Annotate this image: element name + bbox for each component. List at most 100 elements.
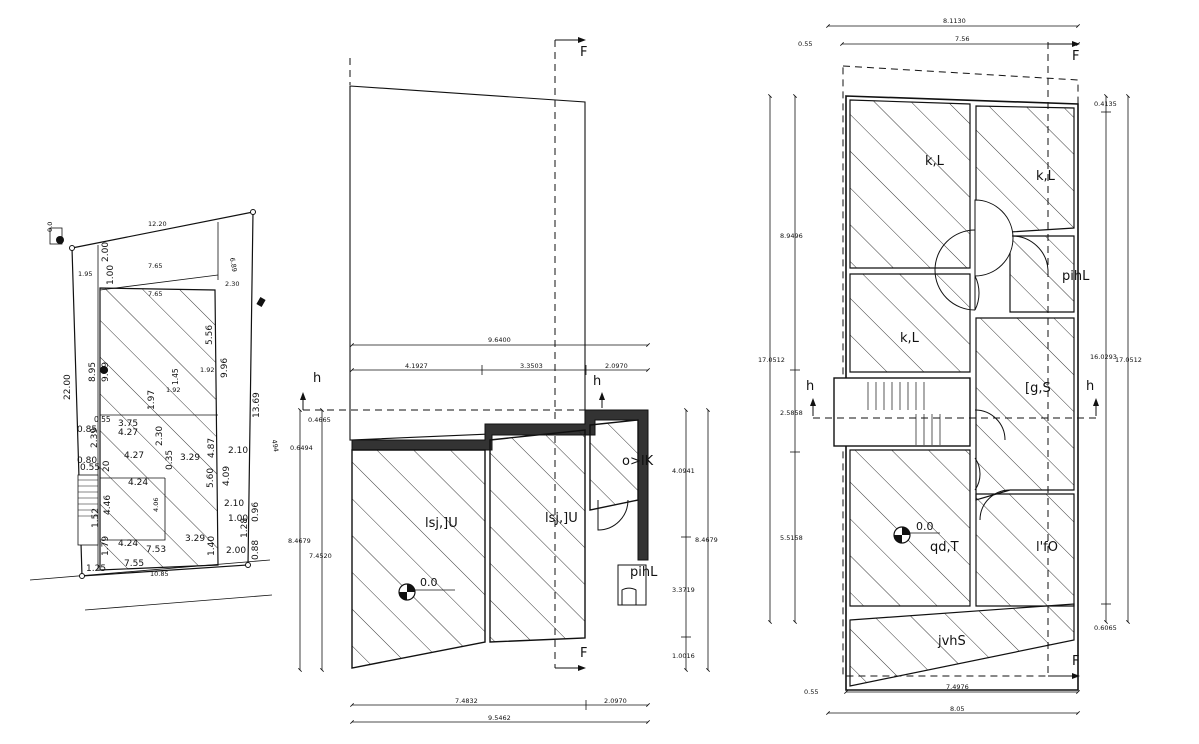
plan-dim-right-bottom: 0.6065 [1094, 624, 1117, 632]
plan-room-8: jvhS [937, 634, 966, 649]
site-dim-front-setback: 1.00 [106, 265, 116, 285]
plan-room-5: [g,S [1025, 381, 1051, 396]
plan-dim-right-small: 0.4135 [1094, 100, 1117, 108]
plan-dim-left-upper: 8.9496 [780, 232, 803, 240]
site-dim-n: 2.10 [228, 446, 248, 456]
site-dim-m: 20 [102, 460, 112, 472]
dim-right-2: 3.3719 [672, 586, 695, 594]
dim-left-total: 8.4679 [288, 537, 311, 545]
site-dim-h: 4.87 [207, 438, 217, 458]
plan-dim-left-total: 17.0512 [758, 356, 785, 364]
plan-label-F-bottom: F [1072, 654, 1079, 669]
plan-label-h-right: h [1086, 379, 1094, 394]
level-marker-icon [894, 527, 910, 543]
plan-room-2: k,L [1036, 169, 1056, 184]
dim-width-total: 9.6400 [488, 336, 511, 344]
level-marker-icon [399, 584, 415, 600]
site-dim-top: 12.20 [148, 220, 167, 228]
ground-floor-plan: F F h h lsj,]U lsj,]U o>IK pihL 0.0 9.64… [288, 37, 718, 724]
site-dim-r: 4.46 [103, 495, 113, 515]
room-label-1: lsj,]U [425, 516, 458, 531]
site-dim-y: 4.24 [118, 539, 138, 549]
site-dim-v: 1.00 [228, 514, 248, 524]
section-label-F-bottom: F [580, 646, 587, 661]
site-dim-court-r: 1.92 [200, 366, 214, 374]
site-dim-right-mid: 9.96 [220, 358, 230, 378]
site-dim-a: 0.55 [94, 415, 111, 424]
site-dim-left-total: 22.00 [63, 374, 73, 400]
site-dim-court-d: 1.97 [147, 390, 157, 410]
plan-dim-left-lower: 5.5158 [780, 534, 803, 542]
site-dim-front-top: 7.65 [148, 262, 162, 270]
section-label-h-right: h [593, 374, 601, 389]
site-dim-x: 1.28 [240, 518, 250, 538]
site-dim-ah: 10.85 [150, 570, 169, 578]
room-label-3: o>IK [622, 454, 654, 469]
site-dim-front-inner: 7.65 [148, 290, 162, 298]
dim-bottom-total: 9.5462 [488, 714, 511, 722]
plan-label-h-left: h [806, 379, 814, 394]
level-value: 0.0 [420, 576, 438, 589]
dim-left-small-2: 0.6494 [290, 444, 313, 452]
site-dim-right-top: 2.30 [225, 280, 239, 288]
site-dim-k: 4.27 [124, 451, 144, 461]
plan-room-6: qd,T [930, 540, 959, 555]
dim-right-total: 8.4679 [695, 536, 718, 544]
section-label-F-top: F [580, 45, 587, 60]
dim-bottom-2: 2.0970 [604, 697, 627, 705]
site-dim-j: 0.80 [77, 456, 97, 466]
site-dim-ag: 1.25 [86, 564, 106, 574]
site-dim-o: 4.09 [222, 466, 232, 486]
section-label-h-left: h [313, 371, 321, 386]
dim-right-1: 4.0941 [672, 467, 695, 475]
plan-dim-top-main: 7.56 [955, 35, 969, 43]
site-dim-court-w: 1.92 [166, 386, 180, 394]
dim-left-inner: 7.4520 [309, 552, 332, 560]
site-dim-s: 4.06 [152, 498, 160, 512]
dim-w1: 4.1927 [405, 362, 428, 370]
site-dim-ad: 7.53 [146, 545, 166, 555]
plan-dim-right-inner: 16.0293 [1090, 353, 1117, 361]
site-dim-u: 1.52 [91, 508, 101, 528]
site-dim-depth-a: 8.95 [88, 362, 98, 382]
site-dim-c: 4.27 [118, 428, 138, 438]
site-dim-left-setback: 2.00 [101, 242, 111, 262]
site-dim-aa: 1.40 [207, 536, 217, 556]
plan-room-7: l'fO [1036, 540, 1058, 555]
site-dim-z: 3.29 [185, 534, 205, 544]
dim-w2: 3.3503 [520, 362, 543, 370]
room-label-2: lsj,]U [545, 511, 578, 526]
site-dim-i: 3.29 [180, 453, 200, 463]
site-dim-af: 7.55 [124, 559, 144, 569]
site-dim-depth-b: 9.09 [101, 362, 111, 382]
site-dim-ab: 2.00 [226, 546, 246, 556]
site-dim-p: 5.60 [206, 468, 216, 488]
dim-bottom-1: 7.4832 [455, 697, 478, 705]
plan-room-4: k,L [900, 331, 920, 346]
dim-left-small-1: 0.4665 [308, 416, 331, 424]
level-marker-icon [56, 236, 64, 244]
plan-dim-bottom-left: 0.55 [804, 688, 818, 696]
site-dim-w: 0.96 [251, 502, 261, 522]
plan-dim-left-stair: 2.5858 [780, 409, 803, 417]
dim-right-3: 1.0016 [672, 652, 695, 660]
site-dim-b: 3.75 [118, 419, 138, 429]
site-plan: 12.20 7.65 7.65 1.95 2.00 1.00 2.30 6.89… [29, 209, 280, 611]
site-level-small: 0.0 [46, 222, 54, 232]
plan-level-value: 0.0 [916, 520, 934, 533]
site-dim-e: 2.39 [90, 428, 100, 448]
site-dim-ai: 494 [270, 439, 280, 453]
plan-dim-right-total: 17.0512 [1115, 356, 1142, 364]
plan-dim-bottom-total: 8.05 [950, 705, 964, 713]
site-dim-g: 0.35 [165, 450, 175, 470]
plan-dim-bottom-main: 7.4976 [946, 683, 969, 691]
site-dim-left-gap: 1.95 [78, 270, 92, 278]
site-dim-q: 4.24 [128, 478, 148, 488]
site-dim-d: 0.85 [77, 425, 97, 435]
plan-room-1: k,L [925, 154, 945, 169]
site-dim-t: 2.10 [224, 499, 244, 509]
site-dim-f: 2.30 [155, 426, 165, 446]
room-label-4: pihL [630, 565, 658, 580]
plan-room-3: pihL [1062, 269, 1090, 284]
